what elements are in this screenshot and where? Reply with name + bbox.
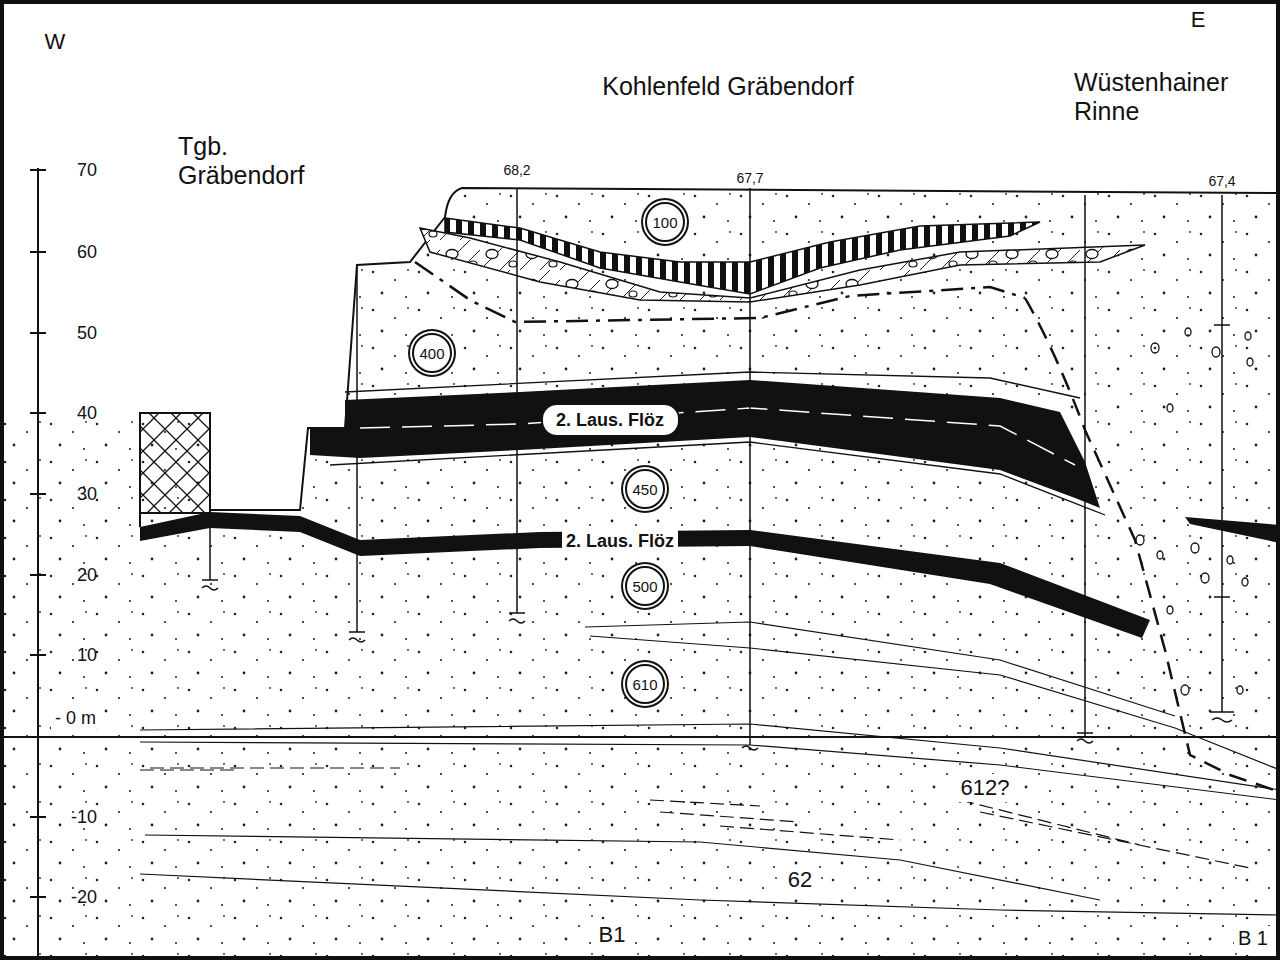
unit-number: 450	[632, 482, 657, 497]
axis-number: 10	[77, 645, 97, 666]
compass-label: W	[45, 29, 66, 54]
axis-number: 50	[77, 323, 97, 344]
unit-number: 100	[652, 215, 677, 230]
channel-name: Wüstenhainer Rinne	[1074, 68, 1274, 126]
unit-circle: 500	[625, 566, 665, 606]
unit-circle: 450	[625, 469, 665, 509]
elevation-label: 67,4	[1208, 173, 1235, 189]
unit-number: 500	[632, 579, 657, 594]
unit-label: B1	[595, 921, 630, 948]
unit-number: 610	[632, 677, 657, 692]
elevation-label: 67,7	[736, 170, 763, 186]
field-name: Kohlenfeld Gräbendorf	[602, 72, 854, 101]
pit-name: Tgb. Gräbendorf	[178, 132, 353, 190]
compass-label: E	[1191, 7, 1206, 32]
axis-number: 20	[77, 565, 97, 586]
axis-number: 60	[77, 242, 97, 263]
axis-number: 40	[77, 403, 97, 424]
axis-number: -20	[71, 887, 97, 908]
unit-number: 400	[419, 346, 444, 361]
axis-number: 70	[77, 160, 97, 181]
unit-circle: 100	[645, 202, 685, 242]
unit-label: 612?	[957, 774, 1014, 801]
seam-box: 2. Laus. Flöz	[541, 403, 680, 437]
unit-circle: 400	[412, 333, 452, 373]
axis-number: 30	[77, 484, 97, 505]
seam-name: 2. Laus. Flöz	[556, 411, 664, 429]
unit-label: 62	[784, 866, 816, 893]
seam-label: 2. Laus. Flöz	[562, 530, 678, 553]
unit-circle: 610	[625, 664, 665, 704]
axis-number: -10	[71, 807, 97, 828]
elevation-label: 68,2	[503, 162, 530, 178]
axis-number: - 0 m	[51, 707, 100, 730]
unit-label: B 1	[1234, 926, 1272, 951]
